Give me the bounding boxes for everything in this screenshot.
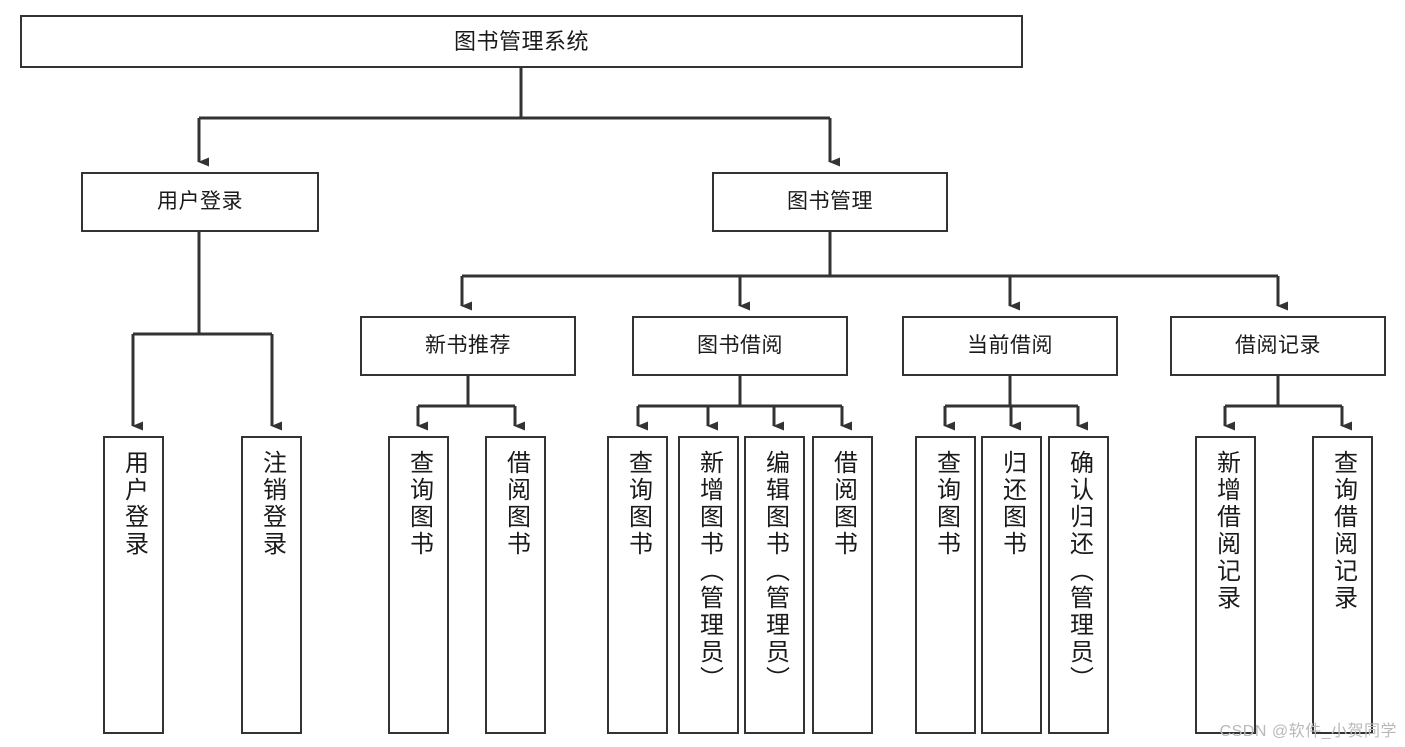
node-label: 图书管理系统 xyxy=(453,28,589,54)
node-label: 查询借阅记录 xyxy=(1329,450,1357,612)
leaf-recommend-query-book[interactable]: 查询图书 xyxy=(388,436,449,734)
node-label: 归还图书 xyxy=(998,450,1026,558)
node-label: 查询图书 xyxy=(624,450,652,558)
node-label: 用户登录 xyxy=(157,189,243,213)
leaf-current-return-book[interactable]: 归还图书 xyxy=(981,436,1042,734)
leaf-user-login-signin[interactable]: 用户登录 xyxy=(103,436,164,734)
leaf-borrow-edit-book-admin[interactable]: 编辑图书（管理员） xyxy=(744,436,805,734)
leaf-borrow-query-book[interactable]: 查询图书 xyxy=(607,436,668,734)
node-label: 确认归还（管理员） xyxy=(1065,450,1093,693)
node-label: 查询图书 xyxy=(932,450,960,558)
leaf-user-login-signout[interactable]: 注销登录 xyxy=(241,436,302,734)
leaf-borrow-borrow-book[interactable]: 借阅图书 xyxy=(812,436,873,734)
node-current-borrow[interactable]: 当前借阅 xyxy=(902,316,1118,376)
node-user-login[interactable]: 用户登录 xyxy=(81,172,319,232)
leaf-record-query-record[interactable]: 查询借阅记录 xyxy=(1312,436,1373,734)
node-label: 用户登录 xyxy=(120,450,148,558)
leaf-borrow-add-book-admin[interactable]: 新增图书（管理员） xyxy=(678,436,739,734)
node-label: 图书借阅 xyxy=(697,333,783,357)
node-label: 编辑图书（管理员） xyxy=(761,450,789,693)
node-book-borrow[interactable]: 图书借阅 xyxy=(632,316,848,376)
leaf-current-confirm-return-admin[interactable]: 确认归还（管理员） xyxy=(1048,436,1109,734)
node-borrow-record[interactable]: 借阅记录 xyxy=(1170,316,1386,376)
node-label: 借阅图书 xyxy=(829,450,857,558)
node-label: 图书管理 xyxy=(787,189,873,213)
leaf-recommend-borrow-book[interactable]: 借阅图书 xyxy=(485,436,546,734)
node-label: 新书推荐 xyxy=(425,333,511,357)
node-label: 当前借阅 xyxy=(967,333,1053,357)
node-book-management[interactable]: 图书管理 xyxy=(712,172,948,232)
leaf-current-query-book[interactable]: 查询图书 xyxy=(915,436,976,734)
node-label: 查询图书 xyxy=(405,450,433,558)
node-label: 新增图书（管理员） xyxy=(695,450,723,693)
node-label: 借阅记录 xyxy=(1235,333,1321,357)
node-label: 借阅图书 xyxy=(502,450,530,558)
leaf-record-add-record[interactable]: 新增借阅记录 xyxy=(1195,436,1256,734)
node-label: 注销登录 xyxy=(258,450,286,558)
node-label: 新增借阅记录 xyxy=(1212,450,1240,612)
node-new-book-recommend[interactable]: 新书推荐 xyxy=(360,316,576,376)
node-root-system[interactable]: 图书管理系统 xyxy=(20,15,1023,68)
watermark: CSDN @软件_小贺同学 xyxy=(1219,723,1397,740)
